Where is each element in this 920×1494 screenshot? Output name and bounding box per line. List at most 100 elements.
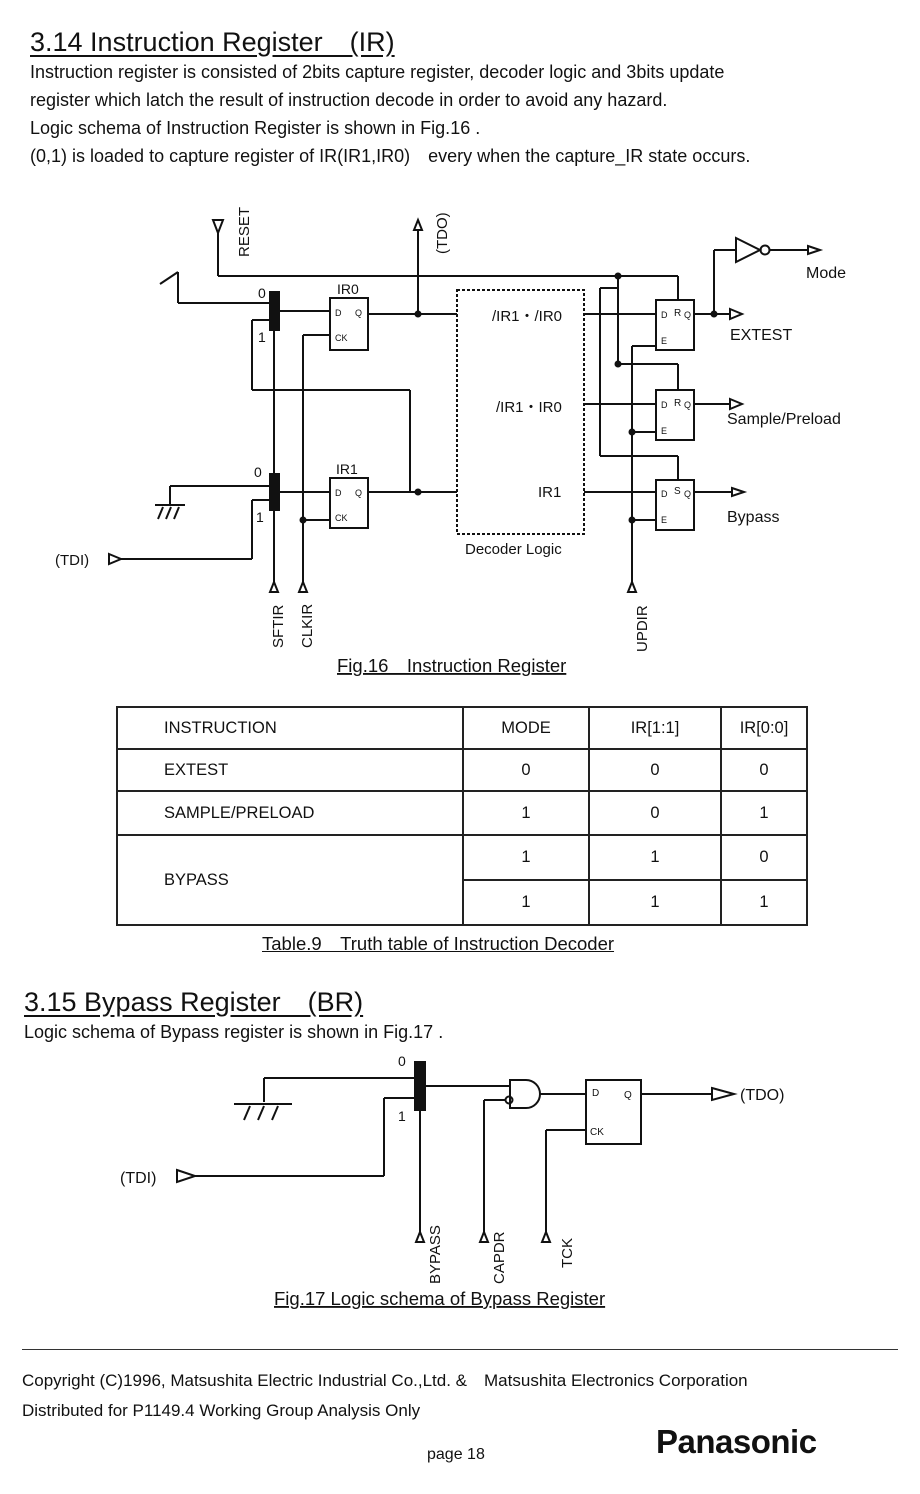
section-br-title: 3.15 Bypass Register (BR)	[24, 987, 364, 1017]
row-instruction: SAMPLE/PRELOAD	[116, 790, 464, 836]
br-mux	[414, 1061, 426, 1111]
and-gate	[509, 1079, 541, 1109]
ir1-flipflop	[329, 477, 369, 529]
row-ir1: 0	[588, 790, 722, 836]
decoder-out-1: /IR1・/IR0	[492, 308, 562, 325]
row-instruction: BYPASS	[116, 834, 464, 926]
decoder-logic-box	[456, 289, 585, 535]
updir-label: UPDIR	[634, 605, 651, 652]
ff3-e: E	[661, 515, 667, 525]
mux0-label-0: 0	[258, 285, 266, 301]
br-bypass-terminal	[414, 1229, 426, 1243]
row-mode: 1	[462, 834, 590, 881]
table-row: 1 1 1	[117, 879, 808, 926]
header-instruction: INSTRUCTION	[116, 706, 464, 750]
row-mode: 0	[462, 748, 590, 792]
bypass-out-label: Bypass	[727, 509, 779, 526]
mode-terminal	[807, 244, 824, 256]
capdr-terminal	[478, 1229, 490, 1243]
table-row: EXTEST 0 0 0	[116, 748, 808, 792]
table-header-row: INSTRUCTION MODE IR[1:1] IR[0:0]	[116, 706, 808, 750]
fig16-diagram: RESET (TDO) 0 1 IR0 D Q CK 0 1 (TDI) SFT…	[55, 207, 846, 676]
ff3-d: D	[661, 489, 668, 499]
row-ir1: 1	[588, 834, 722, 881]
br-mux-label-1: 1	[398, 1108, 406, 1124]
section-ir-line-2: register which latch the result of instr…	[30, 90, 668, 110]
header-mode: MODE	[462, 706, 590, 750]
row-ir0: 1	[720, 790, 808, 836]
ff1-q: Q	[684, 310, 691, 320]
ir0-label: IR0	[337, 281, 359, 297]
ff2-e: E	[661, 426, 667, 436]
mux1-label-0: 0	[254, 464, 262, 480]
extest-label: EXTEST	[730, 327, 792, 344]
ir0-d: D	[335, 308, 342, 318]
ir0-q: Q	[355, 308, 362, 318]
fig17-caption: Fig.17 Logic schema of Bypass Register	[274, 1288, 605, 1309]
capdr-label: CAPDR	[491, 1231, 508, 1284]
section-ir-title: 3.14 Instruction Register (IR)	[30, 27, 395, 57]
mode-inverter	[735, 236, 763, 264]
bypass-terminal	[731, 486, 748, 498]
sample-flipflop	[655, 389, 695, 441]
fig16-caption: Fig.16 Instruction Register	[337, 655, 566, 676]
updir-terminal	[626, 579, 638, 593]
row-ir0: 0	[720, 834, 808, 881]
br-flipflop	[585, 1079, 642, 1145]
table-row: SAMPLE/PRELOAD 1 0 1	[116, 790, 808, 836]
sftir-terminal	[268, 579, 280, 593]
ff1-r: R	[674, 308, 681, 319]
page-number: page 18	[427, 1446, 485, 1463]
ir1-label: IR1	[336, 461, 358, 477]
tck-label: TCK	[559, 1238, 576, 1268]
clkir-label: CLKIR	[299, 604, 316, 648]
extest-flipflop	[655, 299, 695, 351]
br-ff-d: D	[592, 1088, 599, 1099]
table9-caption: Table.9 Truth table of Instruction Decod…	[262, 933, 615, 954]
mux0-label-1: 1	[258, 329, 266, 345]
ir1-q: Q	[355, 488, 362, 498]
row-mode: 1	[462, 790, 590, 836]
ir1-d: D	[335, 488, 342, 498]
mode-label: Mode	[806, 265, 846, 282]
row-ir1: 0	[588, 748, 722, 792]
ff3-q: Q	[684, 489, 691, 499]
ff3-s: S	[674, 486, 681, 497]
bypass-flipflop	[655, 479, 695, 531]
ff1-e: E	[661, 336, 667, 346]
truth-table: INSTRUCTION MODE IR[1:1] IR[0:0] EXTEST …	[116, 706, 808, 926]
ff2-r: R	[674, 398, 681, 409]
br-tdo-label: (TDO)	[740, 1087, 784, 1104]
decoder-out-2: /IR1・IR0	[496, 399, 562, 416]
ff1-d: D	[661, 310, 668, 320]
ir1-ck: CK	[335, 513, 348, 523]
tdi-terminal	[108, 552, 124, 566]
row-mode: 1	[462, 879, 590, 926]
section-ir-line-1: Instruction register is consisted of 2bi…	[30, 62, 725, 82]
br-mux-label-0: 0	[398, 1053, 406, 1069]
br-bypass-label: BYPASS	[427, 1225, 444, 1284]
sample-terminal	[729, 397, 745, 411]
br-ff-q: Q	[624, 1090, 632, 1101]
row-ir0: 0	[720, 748, 808, 792]
row-instruction: EXTEST	[116, 748, 464, 792]
decoder-label: Decoder Logic	[465, 541, 562, 558]
sftir-label: SFTIR	[270, 605, 287, 648]
ff2-q: Q	[684, 400, 691, 410]
decoder-out-3: IR1	[538, 484, 561, 501]
ir0-flipflop	[329, 297, 369, 351]
reset-terminal	[211, 219, 225, 236]
footer-rule	[22, 1349, 898, 1350]
header-ir0: IR[0:0]	[720, 706, 808, 750]
br-tdo-terminal	[711, 1086, 738, 1102]
sample-label: Sample/Preload	[727, 411, 841, 428]
panasonic-logo: Panasonic	[656, 1423, 817, 1460]
table-row: BYPASS 1 1 0	[116, 834, 808, 926]
header-ir1: IR[1:1]	[588, 706, 722, 750]
and-bubble	[504, 1095, 514, 1105]
br-ff-ck: CK	[590, 1127, 604, 1138]
ir0-ck: CK	[335, 333, 348, 343]
row-ir0: 1	[720, 879, 808, 926]
tck-terminal	[540, 1229, 552, 1243]
